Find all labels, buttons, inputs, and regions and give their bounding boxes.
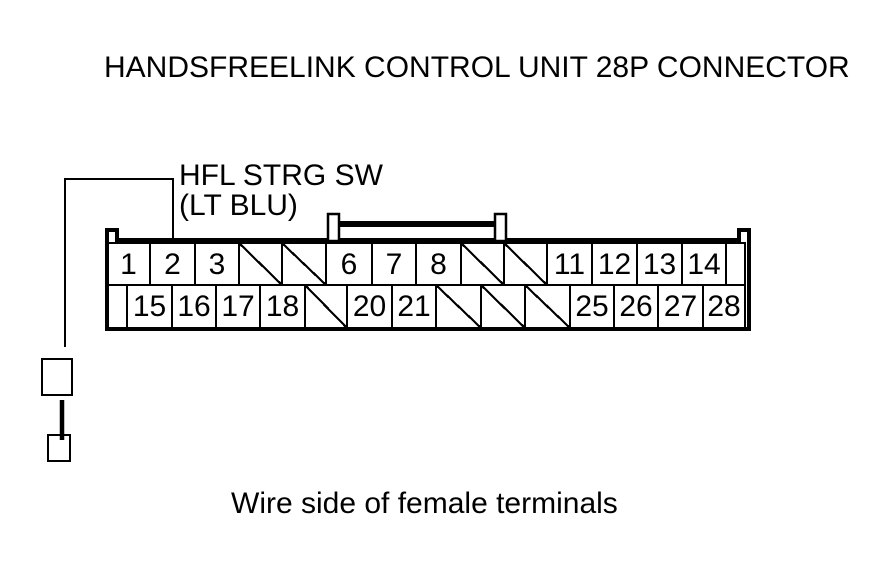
unused-cavity-cell [480, 284, 524, 329]
pin-cell-8: 8 [415, 242, 460, 286]
unused-cavity-cell [460, 242, 503, 286]
unused-cavity-cell [503, 242, 546, 286]
pin-cell-21: 21 [391, 284, 435, 329]
wire-color: (LT BLU) [179, 189, 298, 222]
pin-cell-3: 3 [194, 242, 238, 286]
latch-post-right [493, 212, 508, 243]
pin-cell-11: 11 [546, 242, 591, 286]
diagram-title: HANDSFREELINK CONTROL UNIT 28P CONNECTOR [104, 51, 850, 84]
pin-cell-20: 20 [346, 284, 391, 329]
unused-cavity-cell [238, 242, 281, 286]
latch-post-left [326, 212, 341, 243]
filler-cell [725, 242, 746, 286]
pin-cell-12: 12 [591, 242, 636, 286]
pin-cell-13: 13 [636, 242, 681, 286]
pin-cell-17: 17 [215, 284, 259, 329]
pin-cell-15: 15 [126, 284, 171, 329]
unused-cavity-cell [524, 284, 569, 329]
pin-cell-14: 14 [681, 242, 725, 286]
unused-cavity-cell [304, 284, 346, 329]
pin-cell-1: 1 [106, 242, 149, 286]
pin-cell-28: 28 [702, 284, 746, 329]
pin-cell-6: 6 [325, 242, 371, 286]
pin-cell-18: 18 [259, 284, 304, 329]
pin-cell-26: 26 [613, 284, 657, 329]
pin-cell-7: 7 [371, 242, 415, 286]
wire-signal-name: HFL STRG SW [179, 159, 383, 192]
filler-cell [106, 284, 126, 329]
unused-cavity-cell [281, 242, 325, 286]
signal-wire [64, 178, 174, 347]
wire-signal-label: HFL STRG SW (LT BLU) [179, 161, 383, 221]
inline-connector-symbol [41, 358, 73, 396]
pin-cell-2: 2 [149, 242, 194, 286]
pin-cell-27: 27 [657, 284, 702, 329]
pin-cell-16: 16 [171, 284, 215, 329]
connector-outline [105, 228, 751, 331]
view-caption: Wire side of female terminals [231, 487, 618, 520]
latch-bar [337, 221, 497, 227]
terminal-end-symbol [47, 434, 71, 462]
pin-cell-25: 25 [569, 284, 613, 329]
unused-cavity-cell [435, 284, 480, 329]
